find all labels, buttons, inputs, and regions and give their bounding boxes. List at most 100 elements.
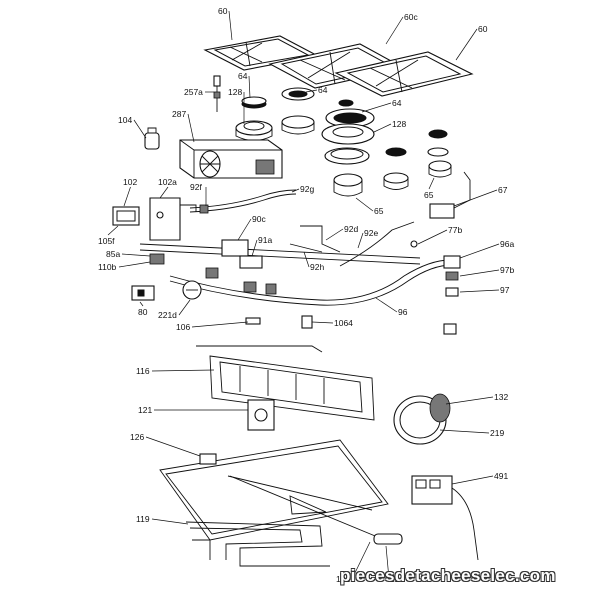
part-label-p132: 132 [494, 392, 508, 402]
part-label-p92f: 92f [190, 182, 202, 192]
leader-line-p64c [361, 102, 392, 113]
screws-106-1064 [245, 315, 313, 329]
part-label-p96: 96 [398, 307, 408, 317]
rotisserie-motor-132-219 [393, 393, 451, 445]
burner-cap-large [321, 99, 375, 197]
part-label-p116: 116 [136, 366, 150, 376]
leader-line-p106 [191, 321, 249, 328]
pipes-92d-92e-92h [289, 221, 418, 267]
part-label-p65a: 65 [374, 206, 384, 216]
leader-line-p128b [373, 123, 392, 133]
leader-line-p122 [351, 541, 371, 580]
bottom-element-119 [185, 521, 330, 567]
part-label-p96a: 96a [500, 239, 514, 249]
leader-line-p65a [355, 197, 374, 212]
part-label-p102: 102 [123, 177, 137, 187]
part-label-p92h: 92h [310, 262, 324, 272]
leader-line-p105f [107, 225, 119, 236]
spit-rod-122 [229, 475, 403, 545]
part-label-p128b: 128 [392, 119, 406, 129]
leader-line-p67 [453, 189, 498, 207]
leader-line-p60l [228, 10, 233, 41]
part-label-p60c: 60c [404, 12, 418, 22]
leader-line-p96a [459, 243, 500, 259]
part-label-p221d: 221d [158, 310, 177, 320]
leader-line-p132 [445, 396, 494, 405]
part-label-p119: 119 [136, 514, 150, 524]
lamp-491 [411, 475, 479, 561]
leader-line-p91a [251, 239, 258, 257]
leader-line-p65b [428, 177, 435, 190]
leader-line-p92d [325, 228, 344, 241]
part-label-p219: 219 [490, 428, 504, 438]
leader-line-p60c [385, 16, 404, 45]
manifold-rail [139, 243, 421, 295]
leader-line-p124 [385, 545, 390, 580]
timer-90c-91a [221, 239, 263, 269]
watermark-text: piecesdetacheeselec.com [340, 566, 556, 585]
leader-line-p102a [159, 186, 169, 199]
part-label-p128a: 128 [228, 87, 242, 97]
leader-line-p221d [178, 299, 191, 316]
leader-line-p80 [139, 301, 144, 307]
part-label-p124: 124 [390, 574, 404, 584]
burner-cap-centre [281, 87, 315, 135]
part-label-p102a: 102a [158, 177, 177, 187]
part-label-p257a: 257a [184, 87, 203, 97]
knob-221d [182, 280, 202, 300]
leader-line-p64b [305, 89, 318, 93]
leader-line-p119 [151, 518, 189, 525]
leader-line-p92h [303, 251, 310, 268]
part-label-p1064: 1064 [334, 318, 353, 328]
tube-92f [189, 189, 297, 214]
igniter-257a [213, 75, 221, 112]
part-label-p287: 287 [172, 109, 186, 119]
leader-line-p1064 [311, 321, 334, 324]
part-label-p92d: 92d [344, 224, 358, 234]
part-label-p104: 104 [118, 115, 132, 125]
leader-line-p90c [237, 218, 252, 241]
leader-line-p97 [459, 289, 500, 293]
part-label-p121: 121 [138, 405, 152, 415]
leader-line-p104 [133, 119, 147, 139]
part-label-p80: 80 [138, 307, 148, 317]
part-label-p60l: 60 [218, 6, 228, 16]
pan-support-right [334, 51, 474, 97]
leader-line-p60r [455, 28, 478, 61]
part-label-p64c: 64 [392, 98, 402, 108]
part-label-p60r: 60 [478, 24, 488, 34]
grill-element-116 [196, 345, 375, 421]
part-label-p92g: 92g [300, 184, 314, 194]
part-label-p106: 106 [176, 322, 190, 332]
part-label-p85a: 85a [106, 249, 120, 259]
switch-80 [131, 285, 155, 301]
leader-line-p96 [375, 297, 398, 313]
leader-line-p110b [118, 261, 151, 268]
part-label-p64a: 64 [238, 71, 248, 81]
part-label-p77b: 77b [448, 225, 462, 235]
part-label-p97b: 97b [500, 265, 514, 275]
thermocouple-67 [429, 171, 471, 219]
switch-102 [112, 206, 140, 226]
part-label-p126: 126 [130, 432, 144, 442]
part-label-p105f: 105f [98, 236, 115, 246]
leader-line-p491 [451, 475, 494, 485]
burner-cap-left [235, 96, 273, 141]
part-label-p122: 122 [336, 574, 350, 584]
part-label-p110b: 110b [98, 262, 117, 272]
leader-line-p77b [417, 229, 448, 245]
leader-line-p92e [357, 232, 364, 249]
part-label-p97: 97 [500, 285, 510, 295]
part-label-p491: 491 [494, 471, 508, 481]
burner-far-right [427, 129, 452, 178]
fan-287 [179, 139, 283, 179]
leader-line-p219 [439, 429, 490, 434]
leader-line-p126 [145, 436, 201, 457]
leader-line-p85a [121, 253, 151, 257]
leader-line-p116 [151, 369, 215, 372]
leader-line-p64a [248, 75, 251, 99]
gas-pipe-96 [169, 259, 453, 306]
